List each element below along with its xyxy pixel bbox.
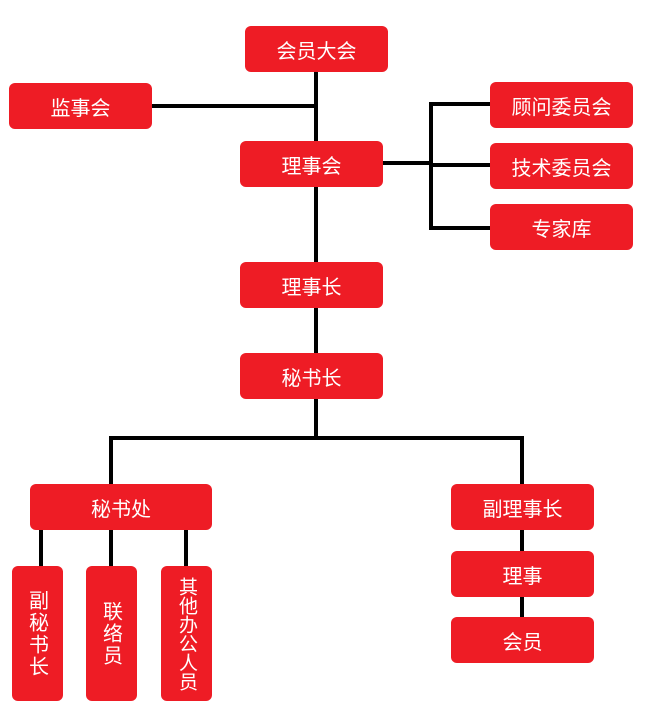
node-director: 理事 — [451, 551, 594, 597]
node-expert-pool: 专家库 — [490, 204, 633, 250]
node-general-assembly: 会员大会 — [245, 26, 388, 72]
node-deputy-secretary-general: 副秘书长 — [12, 566, 63, 701]
node-liaison-officer: 联络员 — [86, 566, 137, 701]
node-secretariat: 秘书处 — [30, 484, 212, 530]
node-technical-committee: 技术委员会 — [490, 143, 633, 189]
node-advisory-committee: 顾问委员会 — [490, 82, 633, 128]
node-member: 会员 — [451, 617, 594, 663]
node-vice-chairman: 副理事长 — [451, 484, 594, 530]
node-board: 理事会 — [240, 141, 383, 187]
node-other-staff: 其他办公人员 — [161, 566, 212, 701]
node-chairman: 理事长 — [240, 262, 383, 308]
node-secretary-general: 秘书长 — [240, 353, 383, 399]
node-supervisory-board: 监事会 — [9, 83, 152, 129]
